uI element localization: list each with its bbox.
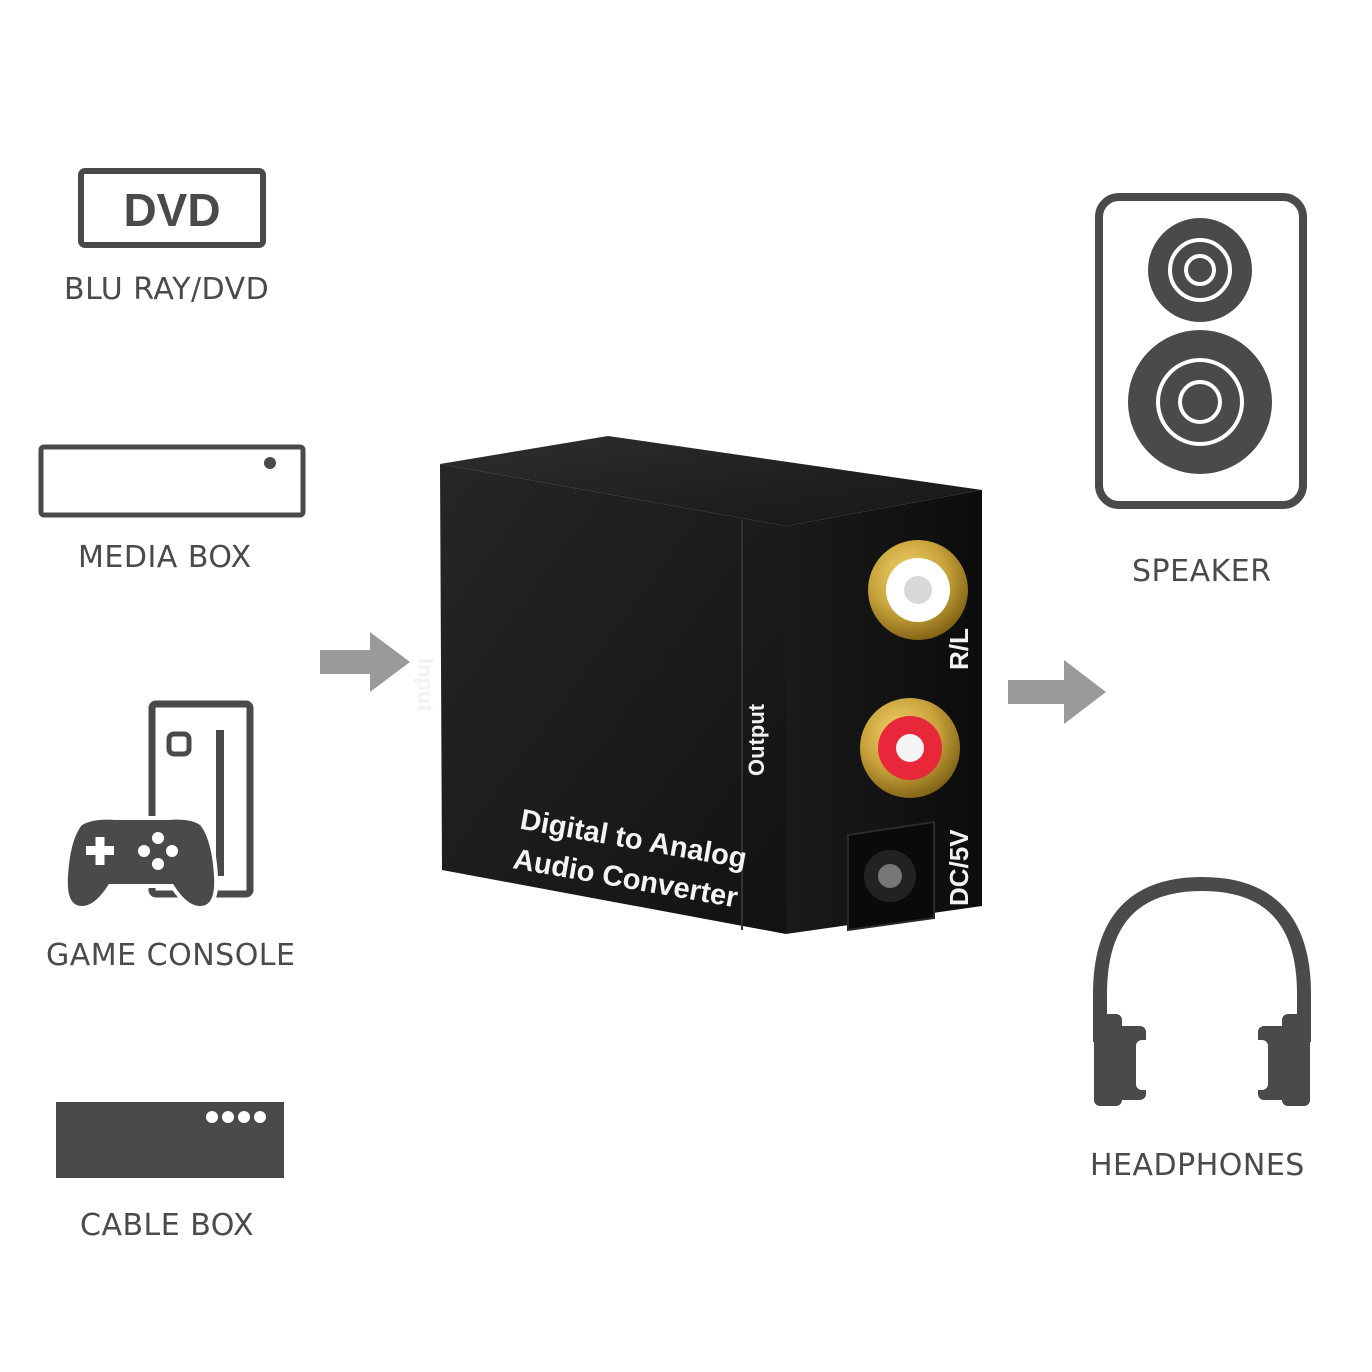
speaker-icon [1094, 192, 1308, 510]
game-console-icon [56, 700, 256, 914]
headphones-icon [1086, 874, 1318, 1114]
cable-box-icon [56, 1102, 284, 1178]
power-label: DC/5V [944, 829, 974, 906]
cable-box-label: CABLE BOX [80, 1208, 255, 1243]
rca-label: R/L [944, 628, 974, 670]
game-console-label: GAME CONSOLE [46, 938, 296, 973]
dvd-icon-text: DVD [123, 184, 220, 236]
media-box-label: MEDIA BOX [78, 540, 252, 575]
dvd-icon: DVD [78, 168, 266, 248]
output-arrow-icon [1008, 660, 1108, 724]
converter-device: Input Output R/L DC/5V Digital to Analog… [413, 430, 992, 970]
input-label: Input [413, 658, 438, 712]
media-box-icon [38, 444, 306, 518]
blu-ray-dvd-label: BLU RAY/DVD [64, 272, 270, 307]
input-arrow-icon [320, 632, 412, 692]
speaker-label: SPEAKER [1132, 554, 1272, 589]
headphones-label: HEADPHONES [1090, 1148, 1305, 1183]
output-label: Output [744, 703, 769, 776]
